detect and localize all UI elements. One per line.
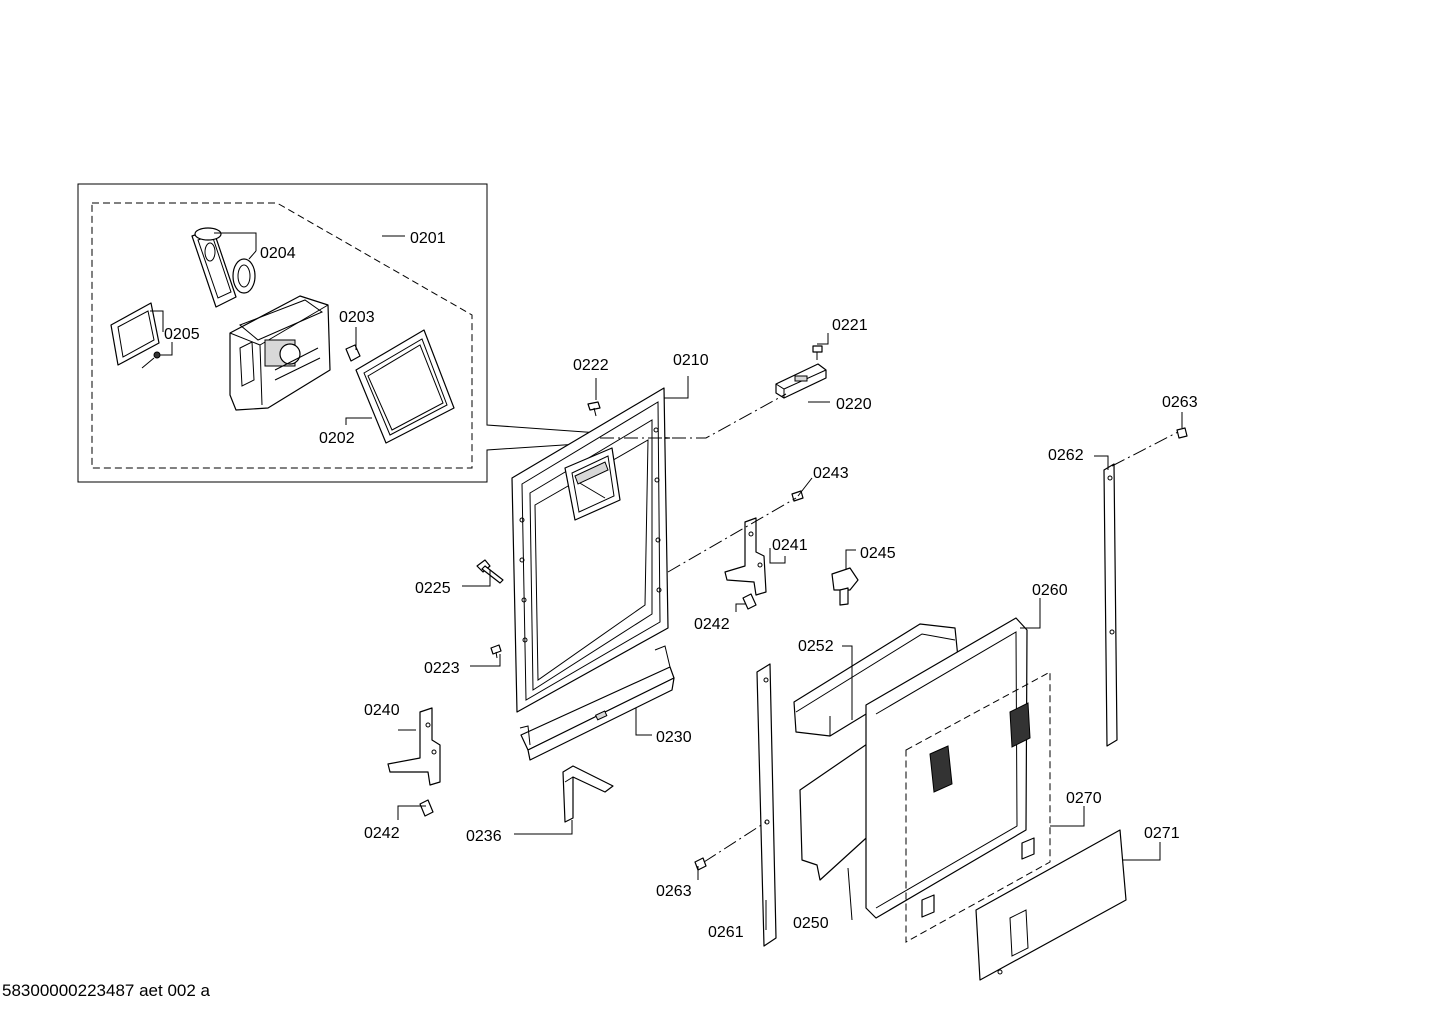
part-0270-outline [905, 671, 1051, 943]
label-0230: 0230 [656, 729, 692, 746]
alignment-line-hinge [667, 497, 797, 573]
label-0225: 0225 [415, 580, 451, 597]
part-0236-bracket [562, 765, 614, 823]
part-0221-screw [812, 345, 823, 360]
part-0241-hinge [724, 517, 767, 596]
label-0241: 0241 [772, 537, 808, 554]
label-0203: 0203 [339, 309, 375, 326]
part-0205-cover [110, 302, 161, 369]
label-0205: 0205 [164, 326, 200, 343]
part-0210-inner-door [511, 387, 669, 713]
label-0236: 0236 [466, 828, 502, 845]
part-dispenser-housing [229, 295, 331, 411]
label-0261: 0261 [708, 924, 744, 941]
part-0250-panel [799, 741, 876, 881]
part-0225-screw [476, 559, 504, 584]
part-0242-clip-left [419, 799, 434, 817]
label-0263-upper: 0263 [1162, 394, 1198, 411]
part-0204-seal-ring [232, 258, 256, 294]
part-0262-strip [1103, 463, 1118, 747]
label-0252: 0252 [798, 638, 834, 655]
part-0242-clip-right [742, 593, 757, 610]
label-0270: 0270 [1066, 790, 1102, 807]
part-0263-screw-lower [694, 857, 707, 871]
alignment-line-upper [600, 393, 787, 439]
part-0240-hinge [387, 707, 441, 786]
part-0230-rail [519, 645, 675, 761]
label-0202: 0202 [319, 430, 355, 447]
label-0204: 0204 [260, 245, 296, 262]
label-0263-lower: 0263 [656, 883, 692, 900]
part-0270-clips [921, 837, 1035, 918]
part-0204-flap [191, 227, 237, 308]
label-0262: 0262 [1048, 447, 1084, 464]
label-0220: 0220 [836, 396, 872, 413]
inset-dashed-outline [91, 202, 473, 469]
label-0250: 0250 [793, 915, 829, 932]
label-0243: 0243 [813, 465, 849, 482]
label-0221: 0221 [832, 317, 868, 334]
label-0271: 0271 [1144, 825, 1180, 842]
part-0223-screw [490, 644, 502, 659]
part-0203-clip [345, 344, 361, 362]
part-0222-screw [587, 401, 601, 417]
label-0222: 0222 [573, 357, 609, 374]
alignment-line-right [1111, 431, 1179, 467]
alignment-line-lower [703, 821, 767, 863]
part-0220-bracket [775, 363, 827, 399]
dispenser-detail-inset [77, 183, 671, 483]
label-0240: 0240 [364, 702, 400, 719]
label-0223: 0223 [424, 660, 460, 677]
label-0210: 0210 [673, 352, 709, 369]
label-0245: 0245 [860, 545, 896, 562]
part-0245-switch [831, 567, 859, 606]
part-0263-screw-upper [1176, 427, 1188, 439]
part-0271-sheet [975, 829, 1127, 981]
document-code: 58300000223487 aet 002 a [2, 981, 210, 1000]
part-0261-strip [756, 663, 777, 947]
part-0202-gasket [355, 329, 455, 444]
label-0242-left: 0242 [364, 825, 400, 842]
label-0201: 0201 [410, 230, 446, 247]
label-0242-right: 0242 [694, 616, 730, 633]
leader-lines [397, 333, 1183, 930]
label-0260: 0260 [1032, 582, 1068, 599]
